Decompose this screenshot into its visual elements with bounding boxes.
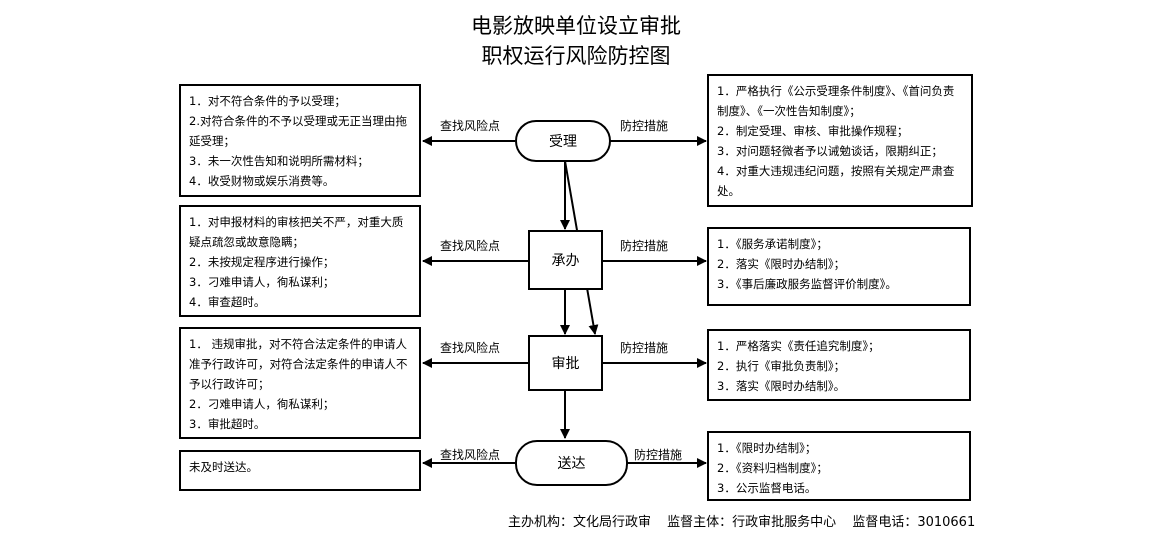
control-item: 3．公示监督电话。 bbox=[717, 481, 817, 495]
control-item: 1．《限时办结制》； bbox=[717, 441, 817, 455]
risk-item: 2.对符合条件的不予以受理或无正当理由拖延受理； bbox=[189, 114, 407, 148]
stage-node-deliver: 送达 bbox=[515, 440, 628, 486]
stage-node-accept: 受理 bbox=[515, 120, 611, 162]
risk-label-1: 查找风险点 bbox=[440, 119, 501, 133]
risk-item: 3．审批超时。 bbox=[189, 417, 266, 431]
footer-supervisor: 监督主体：行政审批服务中心 bbox=[667, 515, 837, 530]
risk-item: 3．刁难申请人，徇私谋利； bbox=[189, 275, 335, 289]
control-item: 3．落实《限时办结制》。 bbox=[717, 379, 846, 393]
control-label-1: 防控措施 bbox=[620, 119, 669, 133]
footer: 主办机构：文化局行政审 监督主体：行政审批服务中心 监督电话：3010661 bbox=[508, 511, 987, 530]
risk-item: 3．未一次性告知和说明所需材料； bbox=[189, 154, 369, 168]
risk-item: 4．收受财物或娱乐消费等。 bbox=[189, 174, 335, 188]
risk-label-3: 查找风险点 bbox=[440, 341, 501, 355]
control-box-accept: 1．严格执行《公示受理条件制度》、《首问负责制度》、《一次性告知制度》； 2．制… bbox=[707, 74, 973, 207]
control-item: 2．执行《审批负责制》； bbox=[717, 359, 846, 373]
control-item: 2．制定受理、审核、审批操作规程； bbox=[717, 124, 909, 138]
footer-host: 主办机构：文化局行政审 bbox=[508, 515, 652, 530]
stage-node-approve: 审批 bbox=[528, 335, 603, 391]
diagram-title-line2: 职权运行风险防控图 bbox=[481, 44, 671, 68]
control-box-handle: 1．《服务承诺制度》； 2．落实《限时办结制》； 3．《事后廉政服务监督评价制度… bbox=[707, 227, 971, 306]
risk-item: 2．刁难申请人，徇私谋利； bbox=[189, 397, 335, 411]
risk-box-deliver: 未及时送达。 bbox=[179, 450, 421, 491]
control-box-approve: 1．严格落实《责任追究制度》； 2．执行《审批负责制》； 3．落实《限时办结制》… bbox=[707, 329, 971, 401]
stage-node-handle: 承办 bbox=[528, 230, 603, 290]
control-item: 3．对问题轻微者予以诫勉谈话，限期纠正； bbox=[717, 144, 943, 158]
risk-box-accept: 1．对不符合条件的予以受理； 2.对符合条件的不予以受理或无正当理由拖延受理； … bbox=[179, 84, 421, 197]
control-item: 1．严格执行《公示受理条件制度》、《首问负责制度》、《一次性告知制度》； bbox=[717, 84, 955, 118]
control-label-3: 防控措施 bbox=[620, 341, 669, 355]
control-item: 4．对重大违规违纪问题，按照有关规定严肃查处。 bbox=[717, 164, 955, 198]
control-item: 1．《服务承诺制度》； bbox=[717, 237, 828, 251]
risk-item: 未及时送达。 bbox=[189, 460, 258, 474]
control-label-4: 防控措施 bbox=[634, 448, 683, 462]
diagram-title-line1: 电影放映单位设立审批 bbox=[471, 14, 681, 38]
risk-item: 1． 违规审批，对不符合法定条件的申请人准予行政许可，对符合法定条件的申请人不予… bbox=[189, 337, 408, 391]
risk-box-handle: 1．对申报材料的审核把关不严，对重大质疑点疏忽或故意隐瞒； 2．未按规定程序进行… bbox=[179, 205, 421, 317]
control-item: 2．落实《限时办结制》； bbox=[717, 257, 846, 271]
risk-item: 2．未按规定程序进行操作； bbox=[189, 255, 335, 269]
control-box-deliver: 1．《限时办结制》； 2．《资料归档制度》； 3．公示监督电话。 bbox=[707, 431, 971, 501]
footer-phone: 监督电话：3010661 bbox=[852, 515, 976, 530]
risk-label-4: 查找风险点 bbox=[440, 448, 501, 462]
risk-item: 1．对不符合条件的予以受理； bbox=[189, 94, 346, 108]
risk-box-approve: 1． 违规审批，对不符合法定条件的申请人准予行政许可，对符合法定条件的申请人不予… bbox=[179, 327, 421, 439]
risk-item: 1．对申报材料的审核把关不严，对重大质疑点疏忽或故意隐瞒； bbox=[189, 215, 404, 249]
control-item: 3．《事后廉政服务监督评价制度》。 bbox=[717, 277, 897, 291]
control-item: 1．严格落实《责任追究制度》； bbox=[717, 339, 880, 353]
control-label-2: 防控措施 bbox=[620, 239, 669, 253]
risk-item: 4．审查超时。 bbox=[189, 295, 266, 309]
risk-label-2: 查找风险点 bbox=[440, 239, 501, 253]
control-item: 2．《资料归档制度》； bbox=[717, 461, 828, 475]
